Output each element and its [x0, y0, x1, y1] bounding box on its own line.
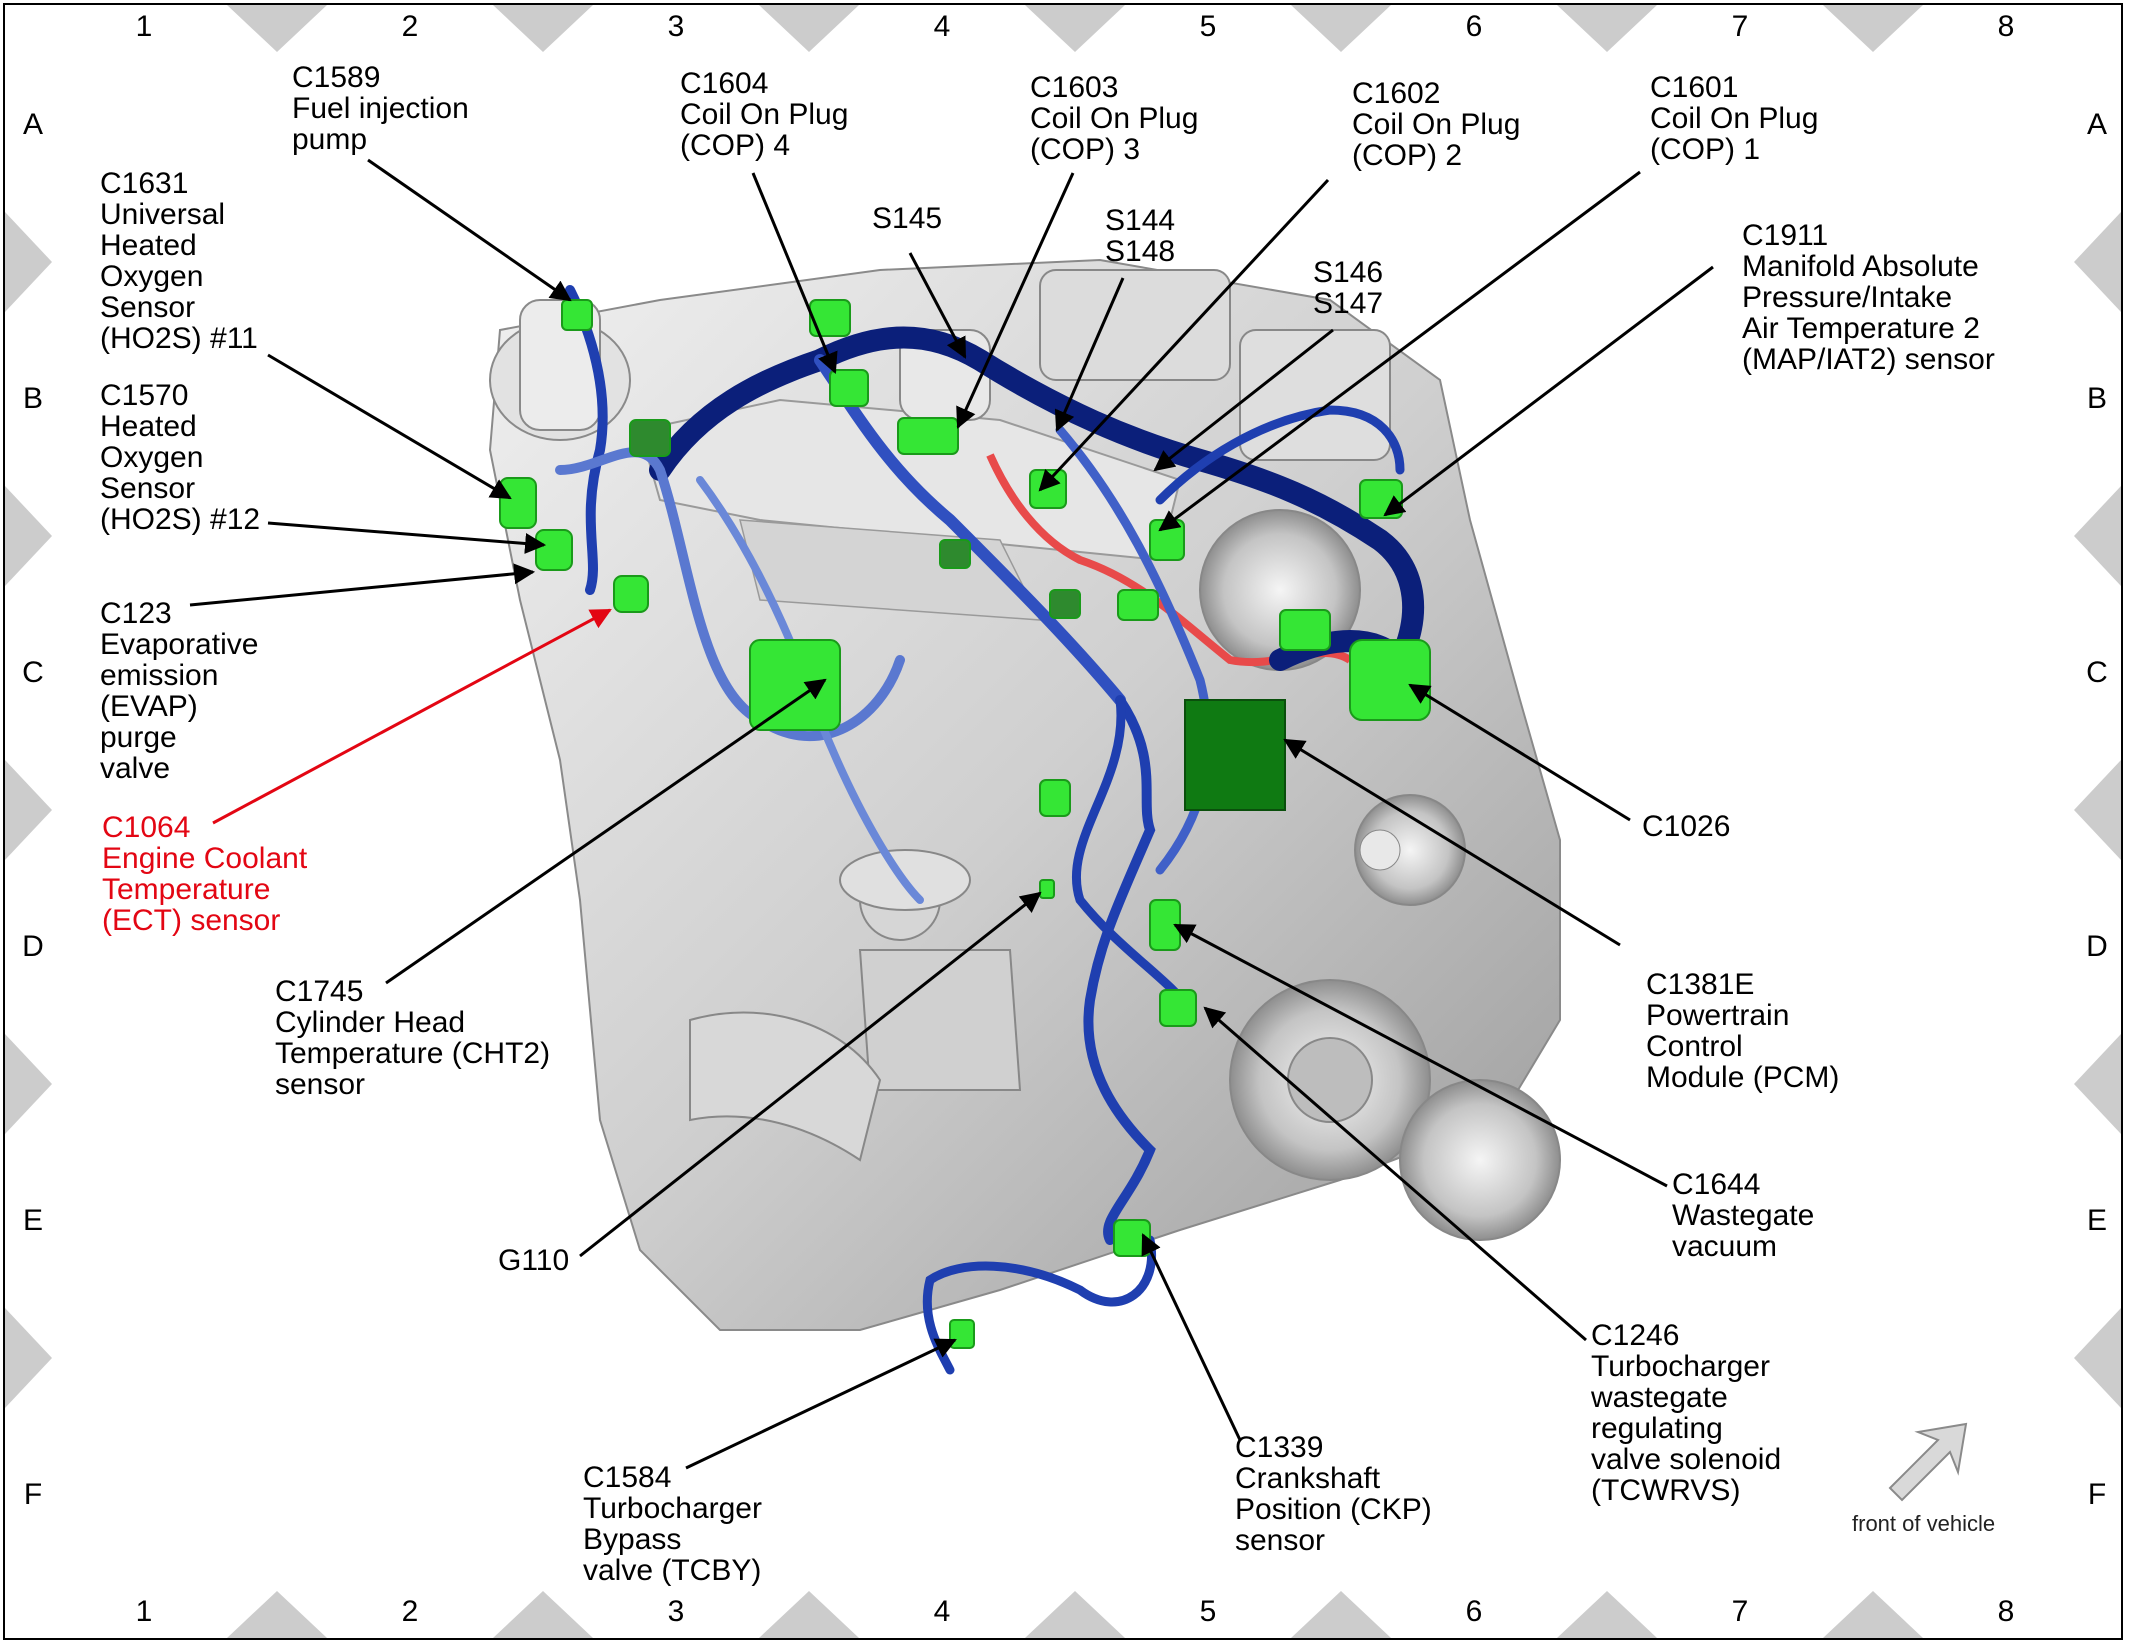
- border-tab-right: [2074, 212, 2121, 312]
- border-tab-bottom: [759, 1591, 859, 1638]
- grid-column-7-top: 7: [1731, 10, 1749, 43]
- label-c1026: C1026: [1642, 810, 1731, 843]
- border-tab-left: [5, 1034, 52, 1134]
- grid-column-5-top: 5: [1199, 10, 1217, 43]
- label-c1911: C1911 Manifold Absolute Pressure/Intake …: [1742, 219, 1995, 376]
- grid-column-8-bottom: 8: [1997, 1595, 2015, 1628]
- label-g110: G110: [498, 1244, 570, 1277]
- label-c1064: C1064 Engine Coolant Temperature (ECT) s…: [102, 811, 308, 937]
- label-c1603: C1603 Coil On Plug (COP) 3: [1030, 71, 1199, 166]
- grid-row-A-right: A: [2086, 108, 2107, 141]
- border-tab-left: [5, 760, 52, 860]
- border-tab-bottom: [1557, 1591, 1657, 1638]
- border-tab-top: [1823, 5, 1923, 52]
- grid-column-5-bottom: 5: [1199, 1595, 1217, 1628]
- label-c123: C123 Evaporative emission (EVAP) purge v…: [100, 597, 259, 785]
- grid-row-C-right: C: [2086, 656, 2108, 689]
- border-tab-top: [493, 5, 593, 52]
- leader-lines: [189, 158, 1714, 1470]
- border-tab-top: [227, 5, 327, 52]
- grid-column-1-top: 1: [135, 10, 153, 43]
- label-c1604: C1604 Coil On Plug (COP) 4: [680, 67, 849, 162]
- border-tab-bottom: [493, 1591, 593, 1638]
- border-tab-right: [2074, 760, 2121, 860]
- label-c1601: C1601 Coil On Plug (COP) 1: [1650, 71, 1819, 166]
- grid-column-3-top: 3: [667, 10, 685, 43]
- front-of-vehicle-label: front of vehicle: [1852, 1511, 1996, 1536]
- grid-column-6-top: 6: [1465, 10, 1483, 43]
- grid-column-7-bottom: 7: [1731, 1595, 1749, 1628]
- border-tab-right: [2074, 1308, 2121, 1408]
- border-tab-left: [5, 486, 52, 586]
- label-s145: S145: [872, 202, 943, 235]
- border-tab-top: [759, 5, 859, 52]
- label-c1745: C1745 Cylinder Head Temperature (CHT2) s…: [275, 975, 551, 1101]
- front-of-vehicle-arrow: [1888, 1422, 1968, 1502]
- label-c1631: C1631 Universal Heated Oxygen Sensor (HO…: [100, 167, 258, 355]
- grid-row-E-left: E: [22, 1204, 43, 1237]
- grid-row-F-left: F: [23, 1478, 43, 1511]
- label-c1589: C1589 Fuel injection pump: [292, 61, 469, 156]
- label-c1602: C1602 Coil On Plug (COP) 2: [1352, 77, 1521, 172]
- label-c1644: C1644 Wastegate vacuum: [1672, 1168, 1815, 1263]
- grid-column-2-bottom: 2: [401, 1595, 419, 1628]
- grid-row-B-left: B: [22, 382, 43, 415]
- grid-row-D-left: D: [22, 930, 44, 963]
- border-tab-bottom: [1823, 1591, 1923, 1638]
- label-c1246: C1246 Turbocharger wastegate regulating …: [1591, 1319, 1782, 1507]
- grid-column-8-top: 8: [1997, 10, 2015, 43]
- border-tab-bottom: [227, 1591, 327, 1638]
- grid-row-B-right: B: [2086, 382, 2107, 415]
- grid-column-1-bottom: 1: [135, 1595, 153, 1628]
- grid-row-D-right: D: [2086, 930, 2108, 963]
- pcm-module: [1184, 699, 1286, 811]
- label-c1339: C1339 Crankshaft Position (CKP) sensor: [1235, 1431, 1432, 1557]
- diagram-frame: [3, 3, 2123, 1640]
- label-c1381e: C1381E Powertrain Control Module (PCM): [1646, 968, 1840, 1094]
- border-tab-right: [2074, 486, 2121, 586]
- border-tab-top: [1291, 5, 1391, 52]
- border-tab-bottom: [1291, 1591, 1391, 1638]
- label-s146: S146 S147: [1313, 256, 1384, 320]
- grid-row-C-left: C: [22, 656, 44, 689]
- border-tab-left: [5, 1308, 52, 1408]
- label-s144: S144 S148: [1105, 204, 1176, 268]
- grid-column-6-bottom: 6: [1465, 1595, 1483, 1628]
- grid-row-E-right: E: [2086, 1204, 2107, 1237]
- label-c1570: C1570 Heated Oxygen Sensor (HO2S) #12: [100, 379, 261, 536]
- border-tab-right: [2074, 1034, 2121, 1134]
- border-tab-top: [1557, 5, 1657, 52]
- border-tab-top: [1025, 5, 1125, 52]
- grid-column-4-top: 4: [933, 10, 951, 43]
- grid-row-F-right: F: [2087, 1478, 2107, 1511]
- grid-row-A-left: A: [22, 108, 43, 141]
- border-tab-left: [5, 212, 52, 312]
- grid-column-3-bottom: 3: [667, 1595, 685, 1628]
- grid-column-4-bottom: 4: [933, 1595, 951, 1628]
- grid-border-tabs: [5, 5, 2121, 1638]
- border-tab-bottom: [1025, 1591, 1125, 1638]
- grid-column-2-top: 2: [401, 10, 419, 43]
- label-c1584: C1584 Turbocharger Bypass valve (TCBY): [583, 1461, 762, 1587]
